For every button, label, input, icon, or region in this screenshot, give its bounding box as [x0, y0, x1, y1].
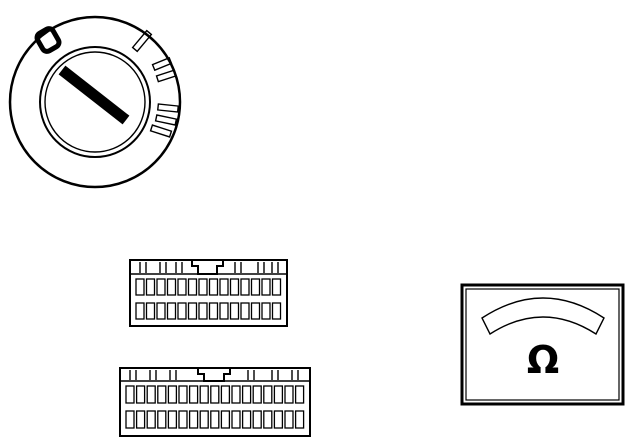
upper-connector-lock-tab: [191, 260, 224, 275]
ohmmeter-inner-frame: [465, 288, 620, 401]
connector-pin-cavity: [271, 302, 282, 320]
ohmmeter-scale-arc: [481, 297, 605, 336]
connector-pin-cavity: [167, 385, 178, 404]
lower-connector-body: [119, 367, 311, 437]
connector-pin-cavity: [294, 410, 305, 429]
connector-pin-cavity: [231, 410, 241, 429]
connector-pin-cavity: [241, 385, 252, 404]
ohmmeter: Ω: [460, 283, 625, 406]
connector-pin-cavity: [177, 302, 187, 320]
position-mark-3a: [156, 103, 180, 113]
connector-pin-cavity: [273, 385, 284, 404]
connector-pin-cavity: [198, 278, 208, 296]
connector-pin-cavity: [240, 302, 250, 320]
position-mark-3c: [149, 124, 173, 138]
connector-pin-cavity: [229, 302, 240, 320]
connector-pin-cavity: [261, 278, 271, 296]
connector-pin-cavity: [252, 410, 262, 429]
connector-pin-cavity: [208, 302, 219, 320]
connector-pin-cavity: [208, 278, 219, 296]
connector-pin-cavity: [188, 410, 199, 429]
connector-pin-cavity: [250, 302, 261, 320]
connector-pin-cavity: [284, 385, 294, 404]
connector-pin-cavity: [166, 302, 177, 320]
connector-pin-cavity: [210, 410, 220, 429]
connector-pin-cavity: [252, 385, 262, 404]
connector-pin-cavity: [198, 302, 208, 320]
connector-pin-cavity: [145, 302, 156, 320]
connector-pin-cavity: [157, 385, 167, 404]
connector-pin-cavity: [219, 278, 229, 296]
lower-connector-lock-tab: [197, 368, 231, 382]
upper-connector-rib-slots: [139, 262, 279, 273]
connector-pin-cavity: [125, 385, 135, 404]
connector-pin-cavity: [167, 410, 178, 429]
connector-pin-cavity: [135, 278, 145, 296]
connector-pin-cavity: [156, 278, 166, 296]
connector-pin-cavity: [229, 278, 240, 296]
connector-pin-cavity: [294, 385, 305, 404]
connector-pin-cavity: [135, 302, 145, 320]
connector-pin-cavity: [157, 410, 167, 429]
connector-pin-cavity: [199, 385, 209, 404]
connector-pin-cavity: [199, 410, 209, 429]
ignition-switch: [8, 15, 182, 189]
lower-harness-connector: [119, 367, 311, 437]
connector-pin-cavity: [220, 410, 231, 429]
ignition-switch-inner-ring: [44, 51, 146, 153]
connector-pin-cavity: [177, 278, 187, 296]
connector-pin-cavity: [187, 302, 198, 320]
ignition-position-marks: [131, 29, 180, 138]
connector-pin-cavity: [135, 385, 146, 404]
connector-pin-cavity: [178, 385, 188, 404]
connector-pin-cavity: [273, 410, 284, 429]
connector-pin-cavity: [250, 278, 261, 296]
connector-pin-cavity: [219, 302, 229, 320]
connector-pin-cavity: [125, 410, 135, 429]
connector-pin-cavity: [146, 410, 156, 429]
position-mark-1: [131, 29, 153, 53]
connector-pin-cavity: [263, 410, 273, 429]
lower-connector-rib-slots: [129, 370, 299, 380]
connector-pin-cavity: [187, 278, 198, 296]
ignition-key-slot: [58, 65, 130, 125]
upper-harness-connector: [129, 259, 288, 327]
position-mark-3b: [154, 114, 178, 126]
ignition-lock-marker-icon: [34, 26, 62, 54]
connector-pin-cavity: [240, 278, 250, 296]
connector-pin-cavity: [145, 278, 156, 296]
connector-pin-cavity: [156, 302, 166, 320]
connector-pin-cavity: [210, 385, 220, 404]
connector-pin-cavity: [220, 385, 231, 404]
ohmmeter-omega-symbol: Ω: [527, 338, 559, 382]
connector-pin-cavity: [271, 278, 282, 296]
connector-pin-cavity: [241, 410, 252, 429]
connector-pin-cavity: [261, 302, 271, 320]
connector-pin-cavity: [284, 410, 294, 429]
upper-connector-body: [129, 259, 288, 327]
connector-pin-cavity: [166, 278, 177, 296]
connector-pin-cavity: [263, 385, 273, 404]
upper-connector-pins: [135, 278, 282, 320]
connector-pin-cavity: [178, 410, 188, 429]
connector-pin-cavity: [146, 385, 156, 404]
position-mark-2b: [155, 69, 177, 83]
connector-pin-cavity: [188, 385, 199, 404]
ignition-switch-outer-ring: [8, 15, 182, 189]
ignition-switch-key-cylinder: [39, 46, 151, 158]
ohmmeter-case: [460, 283, 625, 406]
connector-pin-cavity: [231, 385, 241, 404]
lower-connector-pins: [125, 385, 305, 429]
connector-pin-cavity: [135, 410, 146, 429]
position-mark-2a: [151, 56, 173, 72]
